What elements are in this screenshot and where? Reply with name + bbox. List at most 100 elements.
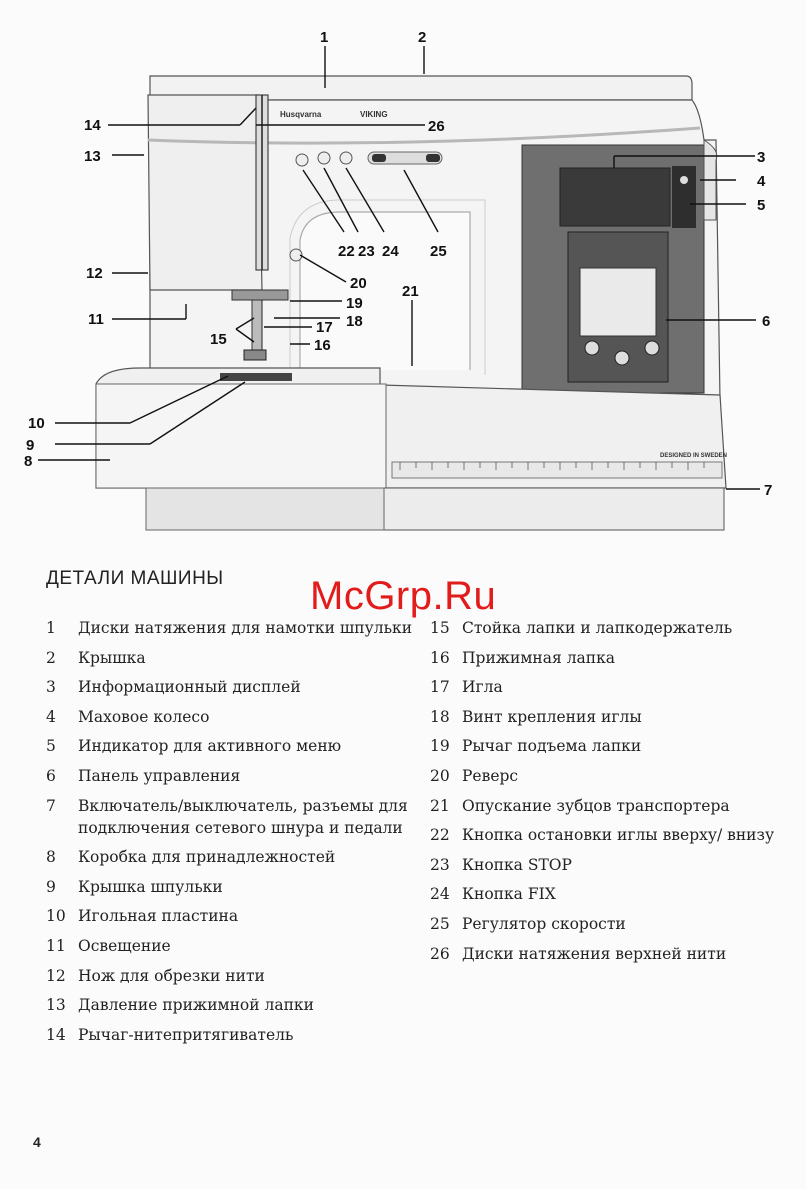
part-number: 2	[46, 648, 56, 667]
part-number: 25	[430, 914, 450, 933]
part-label: Диски натяжения для намотки шпульки	[78, 619, 413, 637]
part-label: Крышка шпульки	[78, 877, 223, 896]
part-number: 14	[46, 1025, 66, 1044]
part-number: 15	[430, 619, 450, 637]
part-number: 26	[430, 944, 450, 963]
part-item: 23 Кнопка STOP	[430, 854, 775, 876]
part-label: Крышка	[78, 648, 146, 667]
part-label: Индикатор для активного меню	[78, 737, 342, 756]
part-label: Кнопка остановки иглы вверху/ внизу	[462, 826, 775, 845]
part-item: 24 Кнопка FIX	[430, 883, 775, 905]
callout-20: 20	[350, 275, 367, 292]
brand-husqvarna: Husqvarna	[280, 110, 322, 119]
part-number: 3	[46, 678, 56, 697]
callout-2: 2	[418, 29, 426, 46]
part-number: 16	[430, 648, 450, 667]
part-number: 18	[430, 707, 450, 726]
part-item: 7 Включатель/выключатель, разъемы для под…	[46, 795, 426, 839]
part-label: Прижимная лапка	[462, 648, 616, 667]
callout-14: 14	[84, 117, 101, 134]
part-item: 8 Коробка для принадлежностей	[46, 846, 426, 868]
callout-15: 15	[210, 331, 227, 348]
callout-6: 6	[762, 313, 770, 330]
part-label: Регулятор скорости	[462, 914, 626, 933]
part-number: 12	[46, 966, 66, 985]
part-label: Игольная пластина	[78, 907, 239, 926]
part-item: 5 Индикатор для активного меню	[46, 735, 426, 757]
page-number: 4	[33, 1134, 41, 1150]
part-item: 19 Рычаг подъема лапки	[430, 735, 775, 757]
part-item: 4 Маховое колесо	[46, 706, 426, 728]
callout-26: 26	[428, 118, 445, 135]
part-item: 13 Давление прижимной лапки	[46, 994, 426, 1016]
part-label: Диски натяжения верхней нити	[462, 944, 727, 963]
part-label: Панель управления	[78, 766, 241, 785]
part-label: Рычаг-нитепритягиватель	[78, 1025, 294, 1044]
callout-1: 1	[320, 29, 328, 46]
part-number: 9	[46, 877, 56, 896]
part-label: Кнопка FIX	[462, 885, 556, 904]
parts-list-right: 15 Стойка лапки и лапкодержатель 16 Прижимн…	[430, 617, 775, 972]
part-number: 23	[430, 855, 450, 874]
callout-23: 23	[358, 243, 375, 260]
part-label: Информационный дисплей	[78, 678, 301, 697]
part-label: Освещение	[78, 936, 171, 955]
part-item: 11 Освещение	[46, 935, 426, 957]
callout-13: 13	[84, 148, 101, 165]
part-item: 25 Регулятор скорости	[430, 913, 775, 935]
part-item: 16 Прижимная лапка	[430, 647, 775, 669]
callout-12: 12	[86, 265, 103, 282]
part-item: 10 Игольная пластина	[46, 905, 426, 927]
callout-11: 11	[88, 311, 104, 328]
callout-4: 4	[757, 173, 766, 190]
designed-label: DESIGNED IN SWEDEN	[660, 453, 728, 459]
part-number: 13	[46, 996, 66, 1015]
part-label: Стойка лапки и лапкодержатель	[462, 619, 733, 637]
part-number: 19	[430, 737, 450, 756]
part-label: Включатель/выключатель, разъемы для подк…	[78, 796, 408, 837]
part-number: 21	[430, 796, 450, 815]
part-item: 26 Диски натяжения верхней нити	[430, 943, 775, 965]
callout-7: 7	[764, 482, 772, 499]
part-number: 4	[46, 707, 56, 726]
machine-illustration	[95, 75, 727, 531]
watermark: McGrp.Ru	[310, 574, 497, 618]
callout-3: 3	[757, 149, 765, 166]
part-label: Игла	[462, 678, 503, 697]
part-number: 10	[46, 907, 66, 926]
part-label: Коробка для принадлежностей	[78, 848, 336, 867]
brand-viking: VIKING	[360, 110, 388, 119]
part-number: 8	[46, 848, 56, 867]
callout-5: 5	[757, 197, 765, 214]
callout-25: 25	[430, 243, 447, 260]
callout-18: 18	[346, 313, 363, 330]
part-label: Рычаг подъема лапки	[462, 737, 642, 756]
part-number: 24	[430, 885, 450, 904]
part-number: 20	[430, 766, 450, 785]
callout-8: 8	[24, 453, 32, 470]
part-item: 3 Информационный дисплей	[46, 676, 426, 698]
part-item: 21 Опускание зубцов транспортера	[430, 795, 775, 817]
callout-10: 10	[28, 415, 45, 432]
part-number: 7	[46, 796, 56, 815]
part-item: 15 Стойка лапки и лапкодержатель	[430, 617, 775, 639]
part-label: Маховое колесо	[78, 707, 210, 726]
part-number: 5	[46, 737, 56, 756]
part-label: Давление прижимной лапки	[78, 996, 314, 1015]
part-item: 9 Крышка шпульки	[46, 876, 426, 898]
callout-lines	[38, 46, 760, 490]
part-label: Опускание зубцов транспортера	[462, 796, 730, 815]
callout-24: 24	[382, 243, 399, 260]
part-label: Кнопка STOP	[462, 855, 572, 874]
callout-19: 19	[346, 295, 363, 312]
part-item: 2 Крышка	[46, 647, 426, 669]
part-number: 11	[46, 936, 66, 955]
